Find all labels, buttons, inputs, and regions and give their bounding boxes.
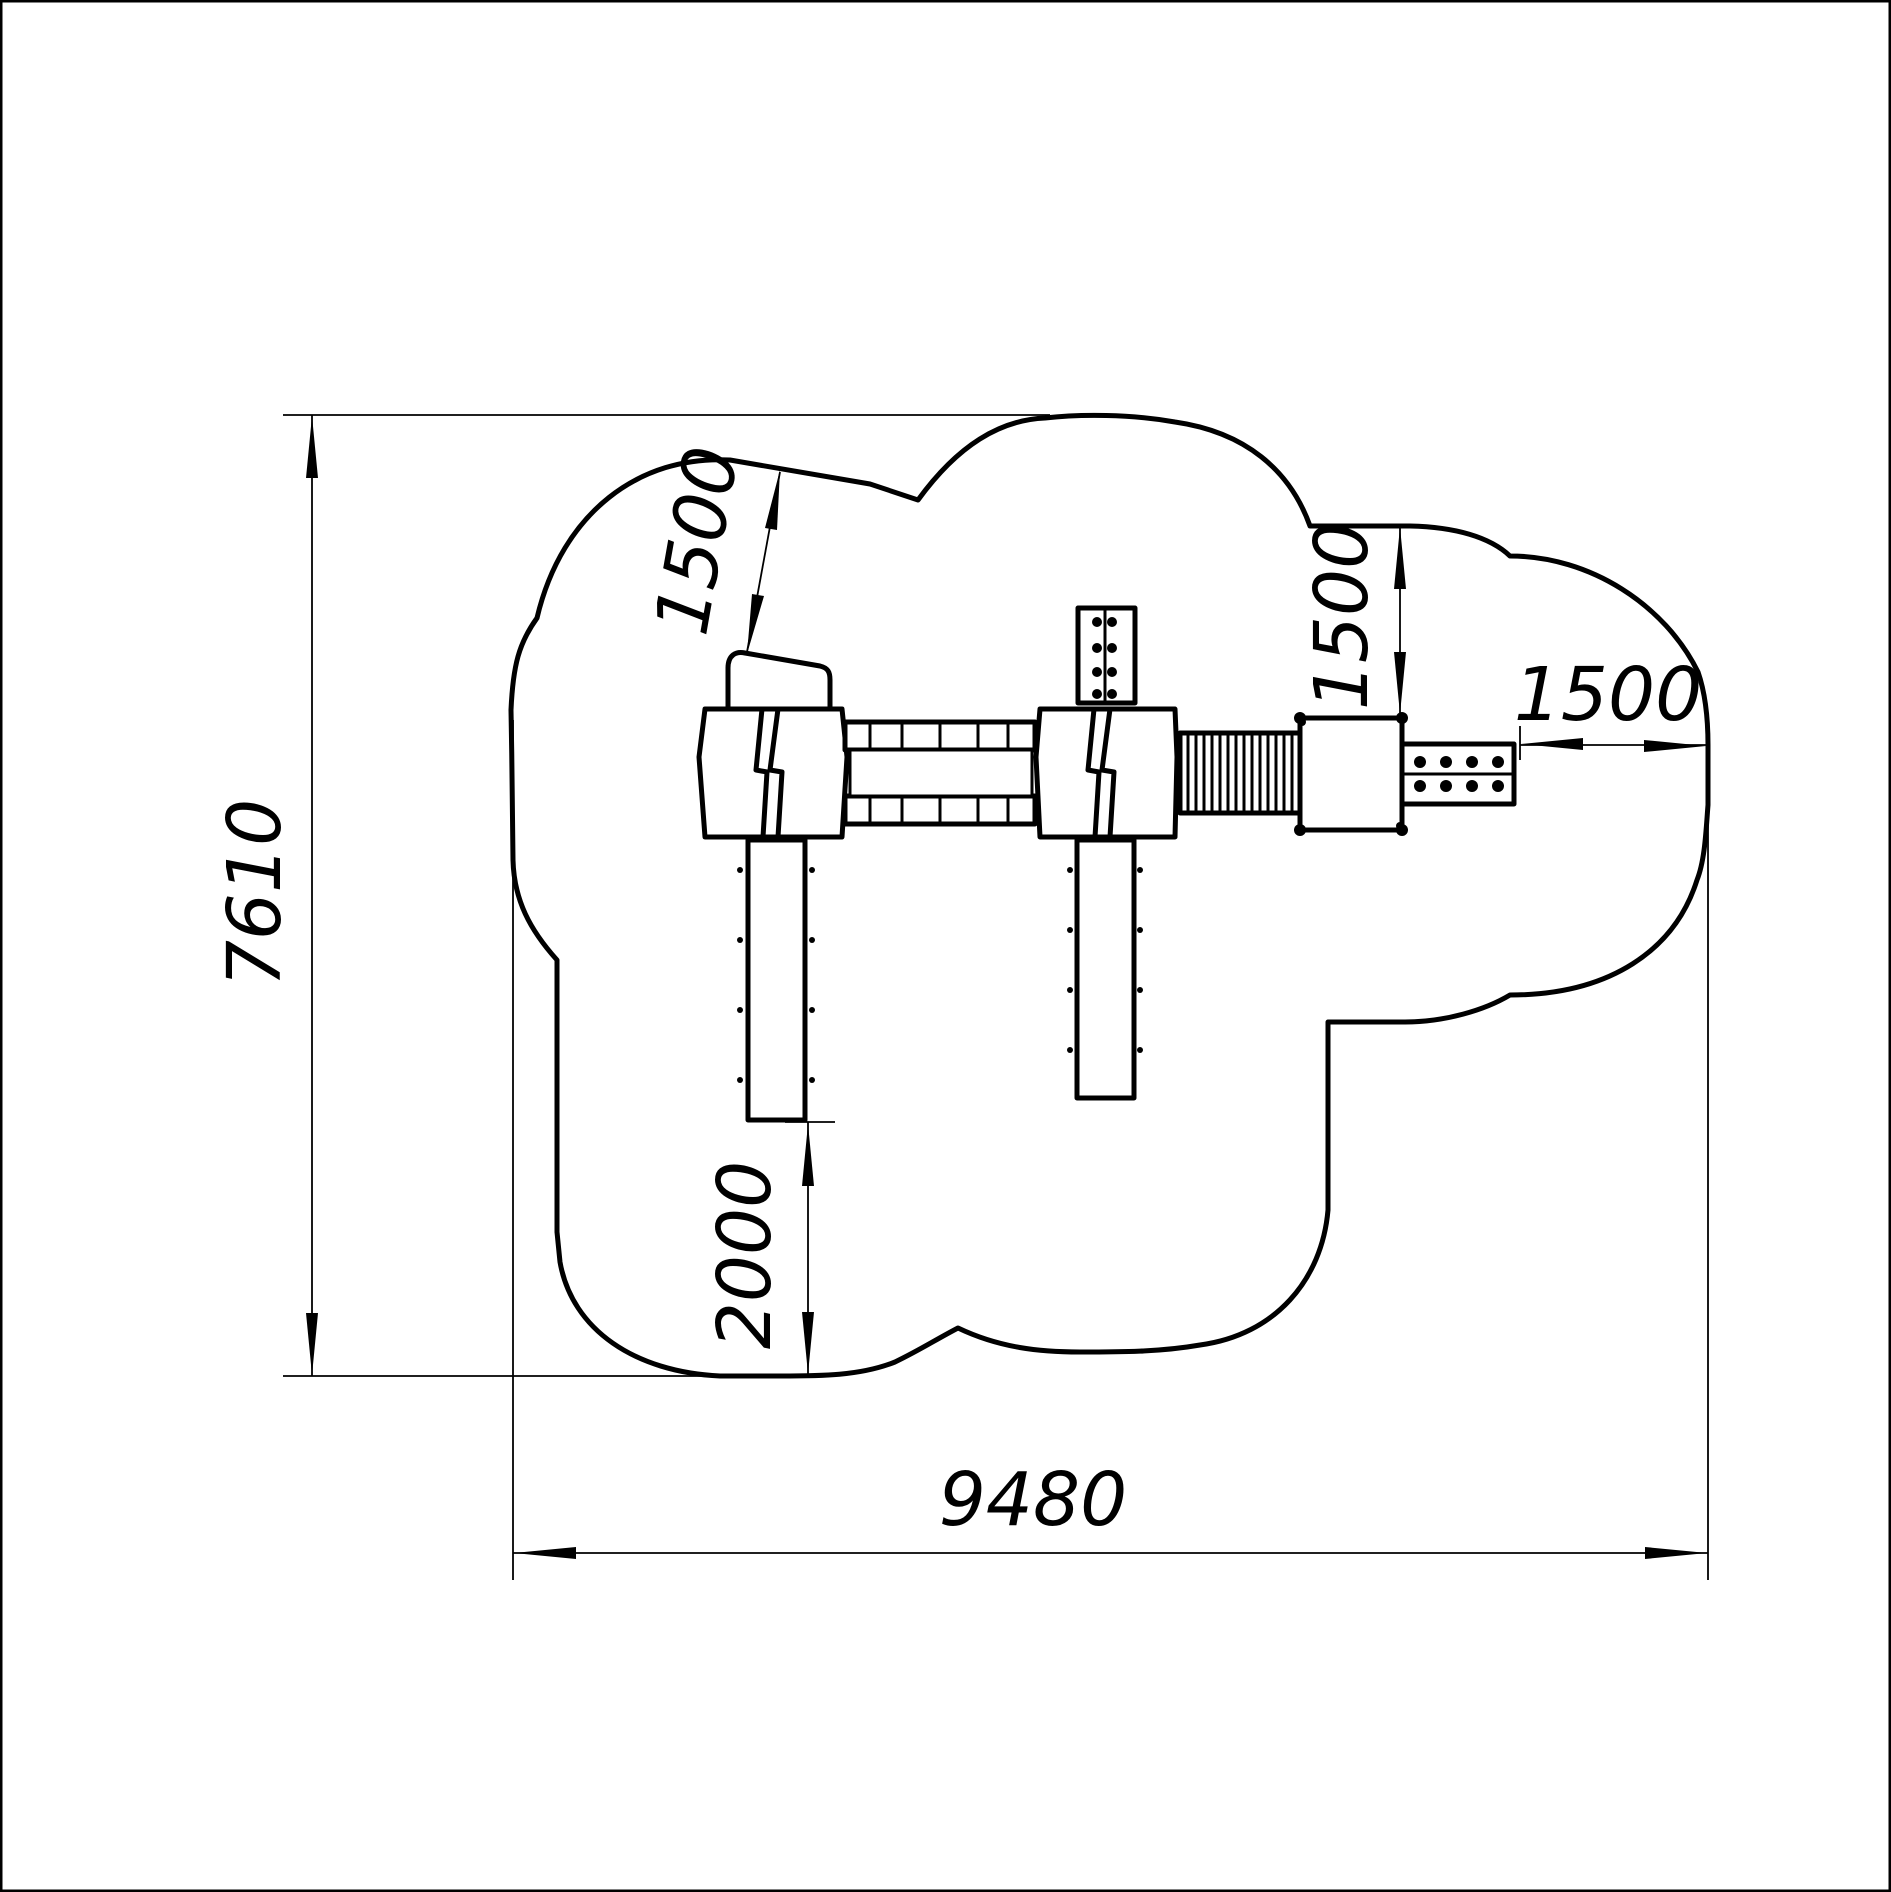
right-ladder [1399, 741, 1517, 807]
safety-zone-outline [508, 412, 1711, 1379]
dimension-lines [283, 414, 1709, 1580]
small-platform [1294, 712, 1408, 836]
dimension-slide-exit: 2000 [702, 1161, 788, 1349]
playground-equipment [696, 605, 1517, 1123]
top-ladder [1075, 605, 1138, 706]
dimension-safety-top-right: 1500 [1299, 522, 1385, 710]
dimension-safety-right: 1500 [1514, 652, 1702, 738]
climbing-net [1177, 730, 1303, 816]
slide-2 [1067, 837, 1143, 1101]
tower-1-roof [725, 650, 833, 708]
dimension-overall-height: 7610 [212, 799, 298, 987]
dimension-overall-width: 9480 [939, 1457, 1127, 1543]
slide-1 [737, 837, 815, 1123]
bridge [842, 719, 1038, 827]
